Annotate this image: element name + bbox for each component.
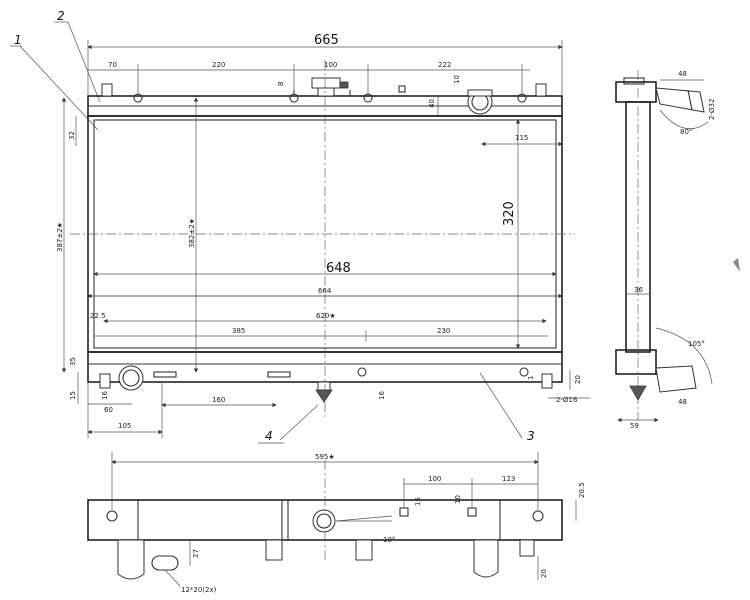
callout-3: 3 bbox=[527, 429, 535, 443]
dim-15: 15 bbox=[69, 391, 77, 400]
bottom-dim-123: 123 bbox=[502, 475, 515, 483]
edge-mark bbox=[733, 258, 740, 272]
dim-40: 40 bbox=[428, 99, 436, 108]
dim-top-220: 220 bbox=[212, 61, 225, 69]
bottom-dim-20-5: 20.5 bbox=[578, 482, 586, 498]
side-dim-48-top: 48 bbox=[678, 70, 687, 78]
drain-plug bbox=[315, 381, 333, 403]
dim-16-left: 16 bbox=[101, 391, 109, 400]
dim-105: 105 bbox=[118, 422, 131, 430]
inlet-pipe bbox=[467, 89, 493, 115]
bottom-outlet-pipe bbox=[117, 539, 145, 580]
bottom-angle-10: 10° bbox=[383, 536, 395, 544]
side-angle-105: 105° bbox=[688, 340, 705, 348]
dim-top-70: 70 bbox=[108, 61, 117, 69]
side-outlet-pipe bbox=[629, 365, 697, 401]
dim-620: 620★ bbox=[316, 312, 336, 320]
bottom-dim-15: 15 bbox=[414, 497, 422, 506]
slot-spec: 12*20(2x) bbox=[181, 586, 217, 594]
hole-spec: 2-Ø16 bbox=[556, 396, 578, 404]
side-view: 48 2-Ø32 80° 36 105° 48 59 bbox=[615, 70, 716, 430]
outlet-pipe bbox=[118, 365, 144, 391]
callout-labels: 1 2 3 4 bbox=[10, 9, 535, 444]
filler-cap bbox=[311, 77, 349, 97]
dim-1: 1 bbox=[527, 376, 535, 380]
bottom-dim-20: 20 bbox=[540, 569, 548, 578]
bottom-view: 595★ 100 123 15 10 20.5 27 20 10° 12*20(… bbox=[87, 452, 586, 594]
dim-16-bottom: 16 bbox=[378, 391, 386, 400]
callout-1: 1 bbox=[14, 33, 22, 47]
side-dim-36: 36 bbox=[634, 286, 643, 294]
bottom-dim-595: 595★ bbox=[315, 453, 335, 461]
dim-20: 20 bbox=[574, 375, 582, 384]
dim-left-height: 387±2★ bbox=[56, 222, 64, 252]
callout-4: 4 bbox=[265, 429, 273, 443]
bottom-dim-10: 10 bbox=[454, 495, 462, 504]
side-dim-59: 59 bbox=[630, 422, 639, 430]
dim-230: 230 bbox=[437, 327, 450, 335]
side-dim-48-bot: 48 bbox=[678, 398, 687, 406]
side-dim-phi32: 2-Ø32 bbox=[708, 99, 716, 120]
front-view: 665 70 220 100 222 8 10 40 32 115 320 38… bbox=[56, 33, 590, 438]
dim-top-100: 100 bbox=[324, 61, 337, 69]
bottom-dim-100: 100 bbox=[428, 475, 441, 483]
mounting-slot bbox=[151, 555, 179, 571]
side-angle-80: 80° bbox=[680, 128, 692, 136]
callout-2: 2 bbox=[57, 9, 65, 23]
dim-top-222: 222 bbox=[438, 61, 451, 69]
bottom-dim-27: 27 bbox=[192, 549, 200, 558]
dim-inner-width: 664 bbox=[318, 287, 332, 295]
bottom-inlet-pipe bbox=[473, 539, 499, 578]
dim-inner-height: 382±2★ bbox=[188, 218, 196, 248]
dim-overall-width: 665 bbox=[314, 33, 339, 48]
dim-10: 10 bbox=[453, 75, 461, 84]
dim-385: 385 bbox=[232, 327, 245, 335]
dim-8: 8 bbox=[277, 82, 285, 86]
dim-115: 115 bbox=[515, 134, 528, 142]
dim-160: 160 bbox=[212, 396, 225, 404]
dim-32: 32 bbox=[68, 131, 76, 140]
dim-60: 60 bbox=[104, 406, 113, 414]
dim-22-5: 22.5 bbox=[90, 312, 106, 320]
dim-core-width: 648 bbox=[326, 261, 351, 276]
dim-core-height: 320 bbox=[502, 201, 517, 226]
side-inlet-pipe bbox=[655, 87, 705, 113]
dim-35: 35 bbox=[69, 357, 77, 366]
